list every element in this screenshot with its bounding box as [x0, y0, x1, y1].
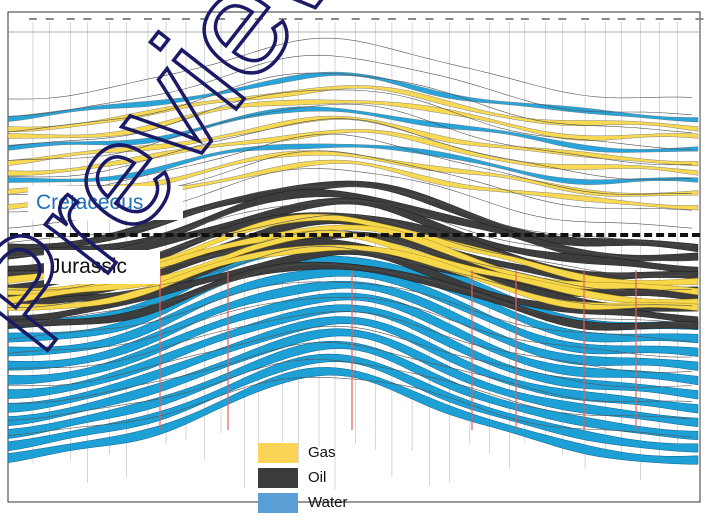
correlation-line: [7, 89, 693, 150]
water-swatch: [258, 492, 298, 513]
well-header-mark: [601, 18, 610, 20]
water-layer: [7, 304, 699, 400]
well-header-mark: [636, 18, 645, 20]
legend-label-gas: Gas: [308, 444, 336, 461]
well-header-mark: [351, 18, 360, 20]
correlation-line: [7, 341, 693, 404]
well-header-mark: [581, 18, 590, 20]
water-layer: [7, 316, 699, 414]
water-layer: [7, 106, 699, 153]
gas-swatch: [258, 442, 298, 463]
gas-layer: [7, 244, 699, 311]
well-header-mark: [331, 18, 340, 20]
well-header-mark: [161, 18, 170, 20]
water-layer: [7, 143, 699, 185]
water-layer: [7, 292, 699, 386]
well-header-mark: [182, 18, 191, 20]
gas-layer: [7, 213, 699, 286]
well-header-mark: [254, 18, 263, 20]
well-header-mark: [122, 18, 131, 20]
oil-layer: [7, 261, 699, 331]
well-header-mark: [278, 18, 287, 20]
well-header-mark: [387, 18, 396, 20]
water-layer: [7, 328, 699, 427]
correlation-line: [8, 246, 693, 308]
well-header-mark: [105, 18, 114, 20]
legend-item-water: Water: [258, 490, 378, 515]
gas-layer: [7, 224, 699, 296]
well-header-mark: [655, 18, 664, 20]
water-layer: [7, 280, 699, 371]
well-header-mark: [217, 18, 226, 20]
oil-layer: [7, 189, 699, 262]
well-header-mark: [28, 18, 37, 20]
cretaceous-label: Cretaceous: [28, 186, 183, 220]
well-header-mark: [673, 18, 682, 20]
correlation-line: [7, 133, 693, 196]
well-header-mark: [315, 18, 324, 20]
water-layer: [7, 340, 699, 440]
gas-layer: [7, 159, 699, 211]
well-header-mark: [541, 18, 550, 20]
well-header-mark: [45, 18, 54, 20]
legend-label-water: Water: [308, 494, 348, 511]
water-layer: [7, 353, 699, 453]
well-header-mark: [520, 18, 529, 20]
well-header-mark: [485, 18, 494, 20]
correlation-line: [7, 263, 693, 325]
well-header-mark: [425, 18, 434, 20]
well-header-mark: [66, 18, 75, 20]
well-header-mark: [83, 18, 92, 20]
gas-layer: [7, 115, 699, 167]
correlation-line: [7, 377, 693, 438]
gas-layer: [7, 99, 699, 141]
correlation-line: [7, 281, 693, 342]
correlation-line: [7, 310, 693, 373]
legend-item-gas: Gas: [258, 440, 378, 465]
gas-layer: [7, 129, 699, 176]
oil-swatch: [258, 467, 298, 488]
correlation-line: [7, 118, 693, 181]
correlation-line: [7, 72, 693, 133]
legend-item-oil: Oil: [258, 465, 378, 490]
well-header-mark: [371, 18, 380, 20]
well-header-mark: [558, 18, 567, 20]
well-header-mark: [465, 18, 474, 20]
well-header-mark: [617, 18, 626, 20]
gas-layer: [7, 85, 699, 132]
gas-layer: [7, 150, 699, 197]
well-header-mark: [505, 18, 514, 20]
correlation-line: [7, 296, 693, 358]
correlation-line: [7, 103, 693, 166]
well-header-mark: [445, 18, 454, 20]
correlation-line: [7, 359, 693, 421]
well-header-mark: [294, 18, 303, 20]
correlation-line: [7, 325, 693, 388]
cretaceous-jurassic-boundary: [10, 233, 700, 237]
correlation-line: [7, 37, 693, 100]
well-header-mark: [200, 18, 209, 20]
water-layer: [7, 71, 699, 123]
legend: Gas Oil Water: [258, 440, 378, 515]
water-layer: [7, 367, 699, 465]
well-header-mark: [240, 18, 249, 20]
legend-label-oil: Oil: [308, 469, 327, 486]
water-layer: [7, 268, 699, 357]
well-header-mark: [143, 18, 152, 20]
correlation-line: [7, 54, 693, 117]
well-header-mark: [695, 18, 704, 20]
correlation-line: [7, 200, 693, 262]
jurassic-label: Jurassic: [44, 250, 160, 284]
well-header-mark: [408, 18, 417, 20]
